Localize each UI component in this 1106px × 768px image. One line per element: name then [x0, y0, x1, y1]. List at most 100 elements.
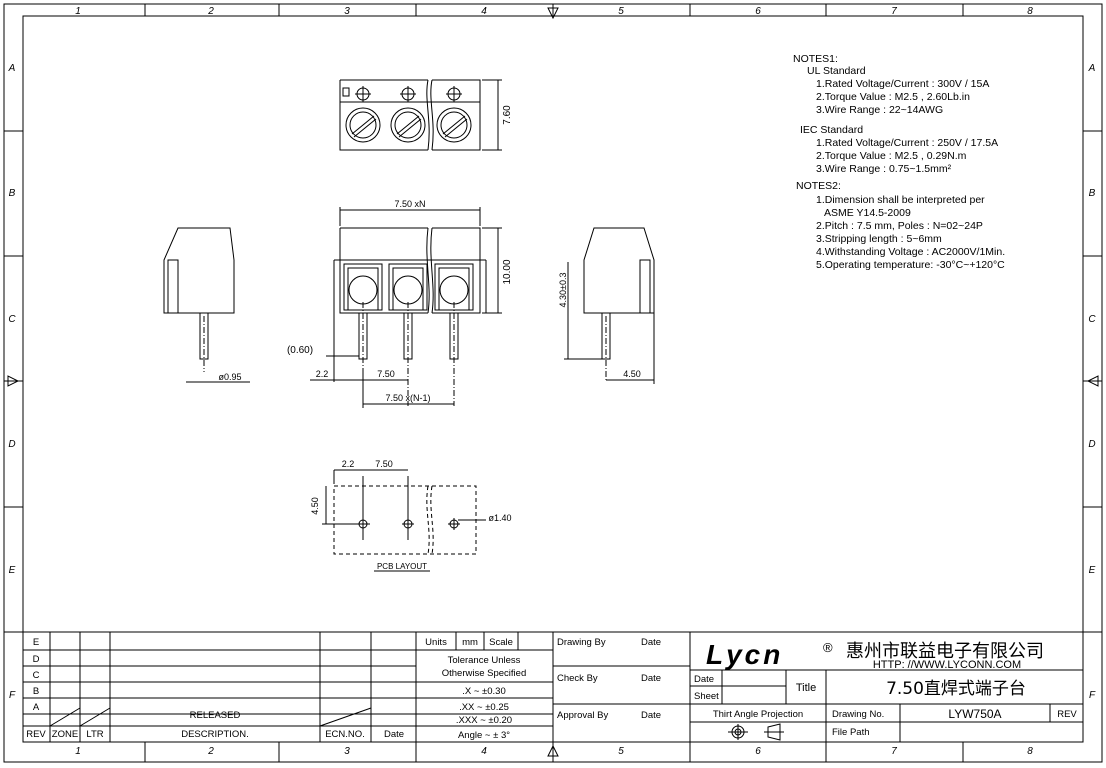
drawing-by-label: Drawing By	[557, 637, 606, 648]
col-label-6-bottom: 6	[755, 746, 761, 757]
company-name: 惠州市联益电子有限公司	[846, 641, 1044, 662]
iec-item-2: 2.Torque Value : M2.5 , 0.29N.m	[816, 150, 967, 162]
rev-label: REV	[1057, 709, 1077, 720]
col-label-7-bottom: 7	[891, 746, 897, 757]
approval-by-date-label: Date	[641, 710, 661, 721]
tolerance-angle: Angle ~ ± 3°	[458, 730, 510, 741]
row-label-d: D	[8, 439, 15, 450]
rev-row-c: C	[33, 670, 40, 681]
title-block-grid	[23, 631, 1083, 742]
dim-pitch: 7.50	[377, 369, 395, 379]
col-label-4-bottom: 4	[481, 746, 487, 757]
dim-pin-diameter: ø0.95	[218, 372, 241, 382]
projection-label: Thirt Angle Projection	[713, 709, 803, 720]
notes2-title: NOTES2:	[796, 180, 841, 192]
notes2-item-3: 2.Pitch : 7.5 mm, Poles : N=02~24P	[816, 220, 983, 232]
pcb-layout	[322, 469, 486, 572]
center-mark-right	[1086, 375, 1099, 387]
center-mark-bottom	[547, 744, 559, 757]
iec-title: IEC Standard	[800, 124, 863, 136]
row-label-f: F	[9, 690, 16, 701]
released-label: RELEASED	[190, 710, 241, 721]
dim-pitch-n: 7.50 xN	[394, 199, 425, 209]
drawing-no-label: Drawing No.	[832, 709, 884, 720]
column-ticks	[144, 4, 964, 762]
dim-pcb-height: 4.50	[310, 497, 320, 515]
dim-top-height: 7.60	[502, 105, 513, 125]
ul-item-3: 3.Wire Range : 22~14AWG	[816, 104, 943, 116]
tolerance-line-1: Tolerance Unless	[448, 655, 521, 666]
check-by-label: Check By	[557, 673, 598, 684]
scale-label: Scale	[489, 637, 513, 648]
notes1-title: NOTES1:	[793, 53, 838, 65]
file-path-label: File Path	[832, 727, 870, 738]
col-label-5-bottom: 5	[618, 746, 624, 757]
notes2-item-5: 4.Withstanding Voltage : AC2000V/1Min.	[816, 246, 1005, 258]
row-label-a: A	[8, 63, 16, 74]
units-value: mm	[462, 637, 478, 648]
row-label-e: E	[9, 565, 16, 576]
row-label-b: B	[9, 188, 16, 199]
col-label-1-bottom: 1	[75, 746, 81, 757]
product-title: 7.50直焊式端子台	[886, 679, 1026, 699]
left-side-view	[163, 227, 250, 383]
row-label-c: C	[8, 314, 16, 325]
drawing-number: LYW750A	[948, 707, 1001, 721]
rev-row-b: B	[33, 686, 39, 697]
units-label: Units	[425, 637, 447, 648]
row-ticks	[4, 130, 1102, 633]
top-view	[339, 79, 502, 151]
center-mark-top	[547, 7, 559, 20]
dim-offset: (0.60)	[287, 345, 313, 356]
registered-mark: ®	[823, 640, 833, 655]
title-label: Title	[796, 682, 816, 694]
dim-pcb-edge: 2.2	[342, 459, 355, 469]
ul-item-2: 2.Torque Value : M2.5 , 2.60Lb.in	[816, 91, 970, 103]
sheet-label: Sheet	[694, 691, 719, 702]
col-label-8-bottom: 8	[1027, 746, 1033, 757]
check-by-date-label: Date	[641, 673, 661, 684]
approval-by-label: Approval By	[557, 710, 608, 721]
front-view	[310, 207, 502, 408]
right-side-view	[564, 227, 655, 384]
col-label-3-bottom: 3	[344, 746, 350, 757]
row-label-d-right: D	[1088, 439, 1095, 450]
col-label-7: 7	[891, 6, 897, 17]
ul-item-1: 1.Rated Voltage/Current : 300V / 15A	[816, 78, 989, 90]
row-label-a-right: A	[1088, 63, 1096, 74]
center-mark-left	[7, 375, 20, 387]
col-label-8: 8	[1027, 6, 1033, 17]
notes2-item-6: 5.Operating temperature: -30°C~+120°C	[816, 259, 1005, 271]
header-date: Date	[384, 729, 404, 740]
header-rev: REV	[26, 729, 46, 740]
pcb-layout-label: PCB LAYOUT	[377, 562, 427, 571]
dim-hole-diameter: ø1.40	[488, 513, 511, 523]
notes2-item-1: 1.Dimension shall be interpreted per	[816, 194, 985, 206]
col-label-4: 4	[481, 6, 487, 17]
notes: NOTES1: UL Standard 1.Rated Voltage/Curr…	[793, 53, 1005, 271]
row-label-f-right: F	[1089, 690, 1096, 701]
dim-pin-height: 4.30±0.3	[558, 273, 568, 308]
tolerance-xxx: .XXX ~ ±0.20	[456, 715, 512, 726]
col-label-2-bottom: 2	[207, 746, 214, 757]
projection-symbol-icon	[728, 723, 784, 741]
tolerance-x: .X ~ ±0.30	[462, 686, 506, 697]
tolerance-line-2: Otherwise Specified	[442, 668, 526, 679]
iec-item-3: 3.Wire Range : 0.75~1.5mm²	[816, 163, 952, 175]
col-label-5: 5	[618, 6, 624, 17]
header-ltr: LTR	[86, 729, 103, 740]
dim-front-height: 10.00	[502, 259, 513, 284]
header-zone: ZONE	[52, 729, 78, 740]
company-url: HTTP: //WWW.LYCONN.COM	[873, 659, 1021, 671]
date-label: Date	[694, 674, 714, 685]
col-label-1: 1	[75, 6, 81, 17]
col-label-2: 2	[207, 6, 214, 17]
col-label-3: 3	[344, 6, 350, 17]
header-ecn: ECN.NO.	[325, 729, 365, 740]
iec-item-1: 1.Rated Voltage/Current : 250V / 17.5A	[816, 137, 998, 149]
notes2-item-2: ASME Y14.5-2009	[824, 207, 911, 219]
notes2-item-4: 3.Stripping length : 5~6mm	[816, 233, 942, 245]
row-label-b-right: B	[1089, 188, 1096, 199]
